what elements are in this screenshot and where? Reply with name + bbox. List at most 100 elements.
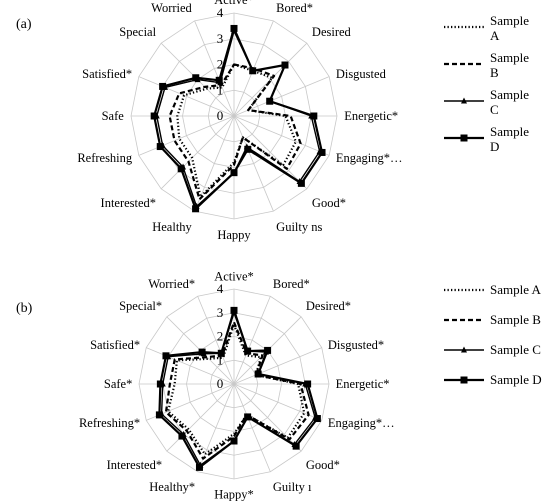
series-point-square xyxy=(249,67,257,75)
series-point-square xyxy=(230,169,238,177)
series-point-square xyxy=(292,442,300,450)
series-point-square xyxy=(177,165,185,173)
series-point-square xyxy=(304,380,312,388)
grid-spoke xyxy=(233,115,274,212)
series-line xyxy=(164,321,310,460)
grid-spoke xyxy=(233,296,271,385)
grid-spoke xyxy=(138,76,235,117)
series-point-square xyxy=(297,179,305,187)
series-point-square xyxy=(318,148,326,156)
category-label: Worried* xyxy=(148,277,195,291)
category-label: Interested* xyxy=(107,458,163,472)
category-label: Healthy* xyxy=(149,480,195,494)
radial-tick-label: 1 xyxy=(217,82,224,97)
legend-marker xyxy=(460,134,468,142)
category-label: Desired xyxy=(312,25,352,39)
category-label: Desired* xyxy=(306,299,351,313)
series-point-square xyxy=(313,415,321,423)
category-label: Active* xyxy=(214,0,254,7)
series-point-square xyxy=(192,74,200,82)
category-label: Refreshing* xyxy=(79,416,140,430)
radial-tick-label: 3 xyxy=(217,305,224,320)
legend-marker xyxy=(461,97,467,104)
category-label: Engaging*… xyxy=(328,416,395,430)
category-label: Disgusted xyxy=(336,67,387,81)
category-label: Active* xyxy=(214,269,254,283)
radial-tick-label: 3 xyxy=(217,31,224,46)
series-point-square xyxy=(195,463,203,471)
grid-spoke xyxy=(233,115,330,156)
series-point-square xyxy=(215,76,223,84)
category-label: Energetic* xyxy=(336,377,390,391)
legend-label: Sample A xyxy=(490,282,542,297)
radial-tick-label: 0 xyxy=(217,108,224,123)
series-point-square xyxy=(198,348,206,356)
series-point-square xyxy=(156,380,164,388)
category-label: Satisfied* xyxy=(82,67,132,81)
category-label: Happy* xyxy=(214,488,254,502)
series-point-square xyxy=(150,112,158,120)
category-label: Happy xyxy=(217,228,251,242)
category-label: Guilty ı xyxy=(273,480,312,494)
grid-spoke xyxy=(138,115,235,156)
radial-tick-label: 1 xyxy=(217,352,224,367)
series-point-square xyxy=(178,432,186,440)
series-line xyxy=(176,63,297,198)
category-label: Satisfied* xyxy=(90,338,140,352)
grid-spoke xyxy=(166,383,235,452)
category-label: Good* xyxy=(306,458,340,472)
series-line xyxy=(167,323,306,456)
series-point-square xyxy=(159,82,167,90)
category-label: Guilty ns xyxy=(276,220,322,234)
radial-tick-label: 2 xyxy=(217,329,224,344)
radial-tick-label: 4 xyxy=(217,5,224,20)
grid-spoke xyxy=(233,383,322,421)
radial-tick-label: 0 xyxy=(217,376,224,391)
category-label: Energetic* xyxy=(344,109,398,123)
grid-spoke xyxy=(160,115,235,190)
legend-label: Sample D xyxy=(490,372,542,387)
legend-marker xyxy=(460,376,468,384)
grid-spoke xyxy=(233,115,308,190)
series-line xyxy=(153,27,324,210)
grid-spoke xyxy=(233,383,271,472)
series-point-square xyxy=(264,346,272,354)
legend-marker xyxy=(461,346,467,353)
category-label: Special xyxy=(119,25,156,39)
series-point-square xyxy=(310,112,318,120)
series-line xyxy=(168,63,302,201)
series-point-square xyxy=(156,143,164,151)
category-label: Engaging*… xyxy=(336,151,403,165)
category-label: Disgusted* xyxy=(328,338,384,352)
panel-label: (b) xyxy=(16,301,33,316)
series-point-square xyxy=(230,306,238,314)
category-label: Bored* xyxy=(273,277,310,291)
series-point-square xyxy=(162,352,170,360)
category-label: Good* xyxy=(312,196,346,210)
series-point-square xyxy=(244,413,252,421)
category-label: Bored* xyxy=(276,1,313,15)
series-point-square xyxy=(281,61,289,69)
series-point-square xyxy=(230,437,238,445)
grid-spoke xyxy=(197,296,235,385)
panel-label: (a) xyxy=(16,17,32,32)
radial-tick-label: 2 xyxy=(217,57,224,72)
radial-tick-label: 4 xyxy=(217,281,224,296)
category-label: Safe xyxy=(102,109,125,123)
category-label: Worried xyxy=(151,1,192,15)
series-point-square xyxy=(217,349,225,357)
category-label: Interested* xyxy=(101,196,157,210)
series-point-square xyxy=(254,370,262,378)
category-label: Healthy xyxy=(152,220,192,234)
series-point-square xyxy=(230,24,238,32)
series-point-square xyxy=(244,145,252,153)
category-label: Safe* xyxy=(104,377,132,391)
series-point-square xyxy=(244,347,252,355)
legend-label: Sample C xyxy=(490,342,541,357)
series-point-square xyxy=(155,411,163,419)
